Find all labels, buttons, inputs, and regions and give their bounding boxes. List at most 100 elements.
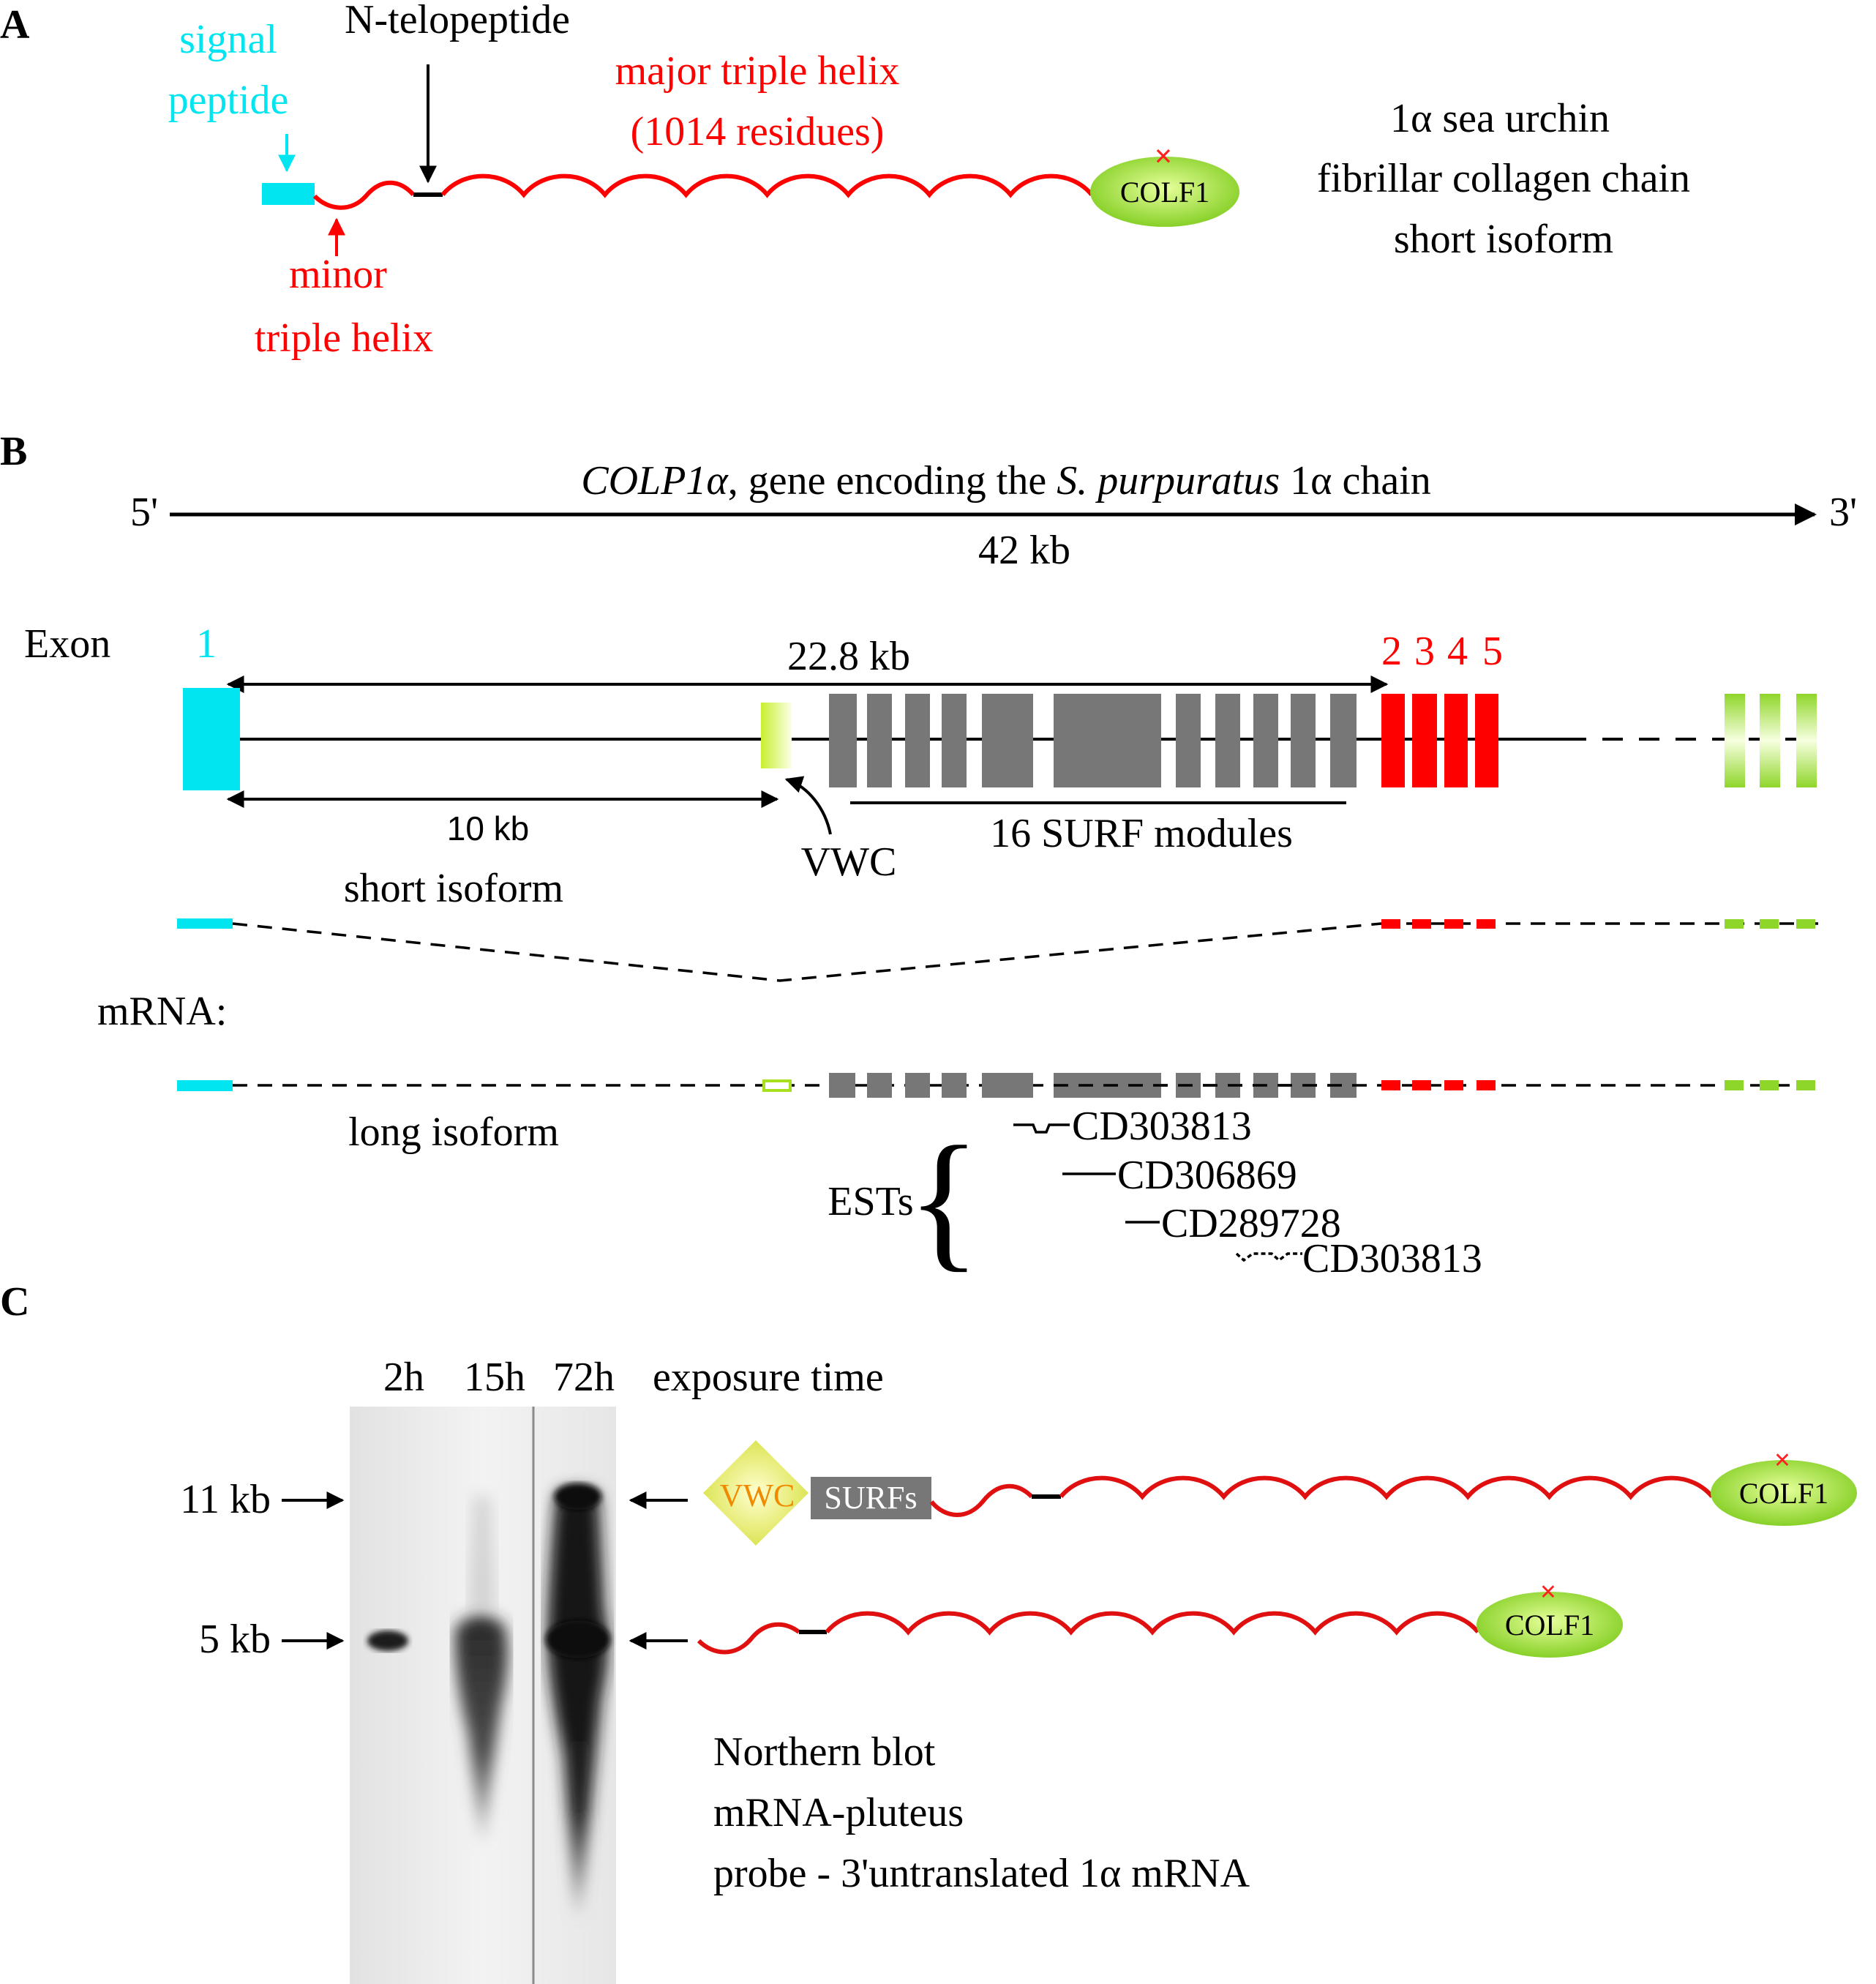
surf-exon xyxy=(1215,694,1240,787)
exon-2-number: 2 xyxy=(1381,629,1402,674)
long-mrna-red-exon xyxy=(1444,1080,1463,1090)
short-mrna-red-exon xyxy=(1381,919,1400,929)
minor-helix-label2: triple helix xyxy=(255,315,433,361)
short-colf1-domain xyxy=(1477,1592,1623,1658)
long-mrna-vwc xyxy=(762,1079,792,1092)
span-10kb-label: 10 kb xyxy=(447,809,530,847)
signal-label-line2: peptide xyxy=(168,78,289,123)
colf1-label: COLF1 xyxy=(1120,176,1209,209)
long-mrna-surf xyxy=(829,1073,855,1098)
ests-brace: { xyxy=(907,1115,981,1285)
exon-3-number: 3 xyxy=(1414,629,1435,674)
band-72h-5kb xyxy=(546,1620,610,1658)
long-major-helix-wave xyxy=(1059,1475,1714,1500)
five-prime-label: 5' xyxy=(130,490,158,535)
long-colf1-label: COLF1 xyxy=(1739,1477,1828,1510)
surf-exon xyxy=(1253,694,1278,787)
exon-1-box xyxy=(183,688,240,790)
long-mrna-surf xyxy=(905,1073,930,1098)
red-exon xyxy=(1412,694,1437,787)
short-minor-helix-wave xyxy=(697,1622,800,1655)
vwc-diamond-label: VWC xyxy=(720,1478,795,1513)
est-1-label: CD303813 xyxy=(1072,1104,1252,1149)
exon-4-number: 4 xyxy=(1447,629,1468,674)
surf-exon xyxy=(1330,694,1357,787)
red-exon xyxy=(1381,694,1405,787)
signal-label-line1: signal xyxy=(179,17,277,62)
band-2h-5kb xyxy=(367,1631,408,1651)
lane-label-15h: 15h xyxy=(464,1355,525,1400)
note-line1: Northern blot xyxy=(713,1729,936,1775)
surf-exon xyxy=(1054,694,1161,787)
est-3-label: CD289728 xyxy=(1161,1201,1341,1246)
green-exons xyxy=(1725,694,1817,787)
surf-exon xyxy=(942,694,967,787)
long-mrna-surf xyxy=(867,1073,892,1098)
short-mrna-green-exon xyxy=(1725,919,1744,929)
long-mrna-green-exon xyxy=(1760,1080,1779,1090)
short-mrna-green-exons xyxy=(1725,919,1815,929)
gene-length-label: 42 kb xyxy=(978,528,1070,573)
est-4-line xyxy=(1235,1252,1302,1262)
smear-15h-upper xyxy=(468,1495,496,1610)
species-name: S. purpuratus xyxy=(1057,458,1280,504)
surf-modules-label: 16 SURF modules xyxy=(990,811,1293,856)
long-mrna-green-exon xyxy=(1796,1080,1815,1090)
panel-label-b: B xyxy=(0,429,27,474)
colf1-domain xyxy=(1090,157,1239,227)
gene-name: COLP1α xyxy=(581,458,729,504)
short-isoform-label: short isoform xyxy=(344,866,563,911)
panel-label-a: A xyxy=(0,2,30,48)
major-helix-label1: major triple helix xyxy=(615,48,900,94)
long-mrna-green-exon xyxy=(1725,1080,1744,1090)
mrna-label: mRNA: xyxy=(97,989,227,1034)
green-exon xyxy=(1725,694,1745,787)
band-72h-11kb xyxy=(555,1483,601,1510)
short-mrna-red-exons xyxy=(1381,919,1496,929)
n-telopeptide-label: N-telopeptide xyxy=(345,0,570,42)
short-mrna-green-exon xyxy=(1760,919,1779,929)
est-2-label: CD306869 xyxy=(1117,1153,1297,1198)
span-22-8kb-label: 22.8 kb xyxy=(787,634,910,679)
lane-label-2h: 2h xyxy=(383,1355,424,1400)
surf-exon xyxy=(1176,694,1201,787)
vwc-exon-box xyxy=(761,703,792,768)
long-mrna-red-exon xyxy=(1477,1080,1496,1090)
smear-72h xyxy=(547,1487,609,1917)
short-mrna-green-exon xyxy=(1796,919,1815,929)
surfs-box xyxy=(811,1477,931,1519)
green-exon xyxy=(1760,694,1780,787)
surf-exon xyxy=(982,694,1033,787)
ests-label: ESTs xyxy=(828,1179,913,1224)
surf-exon xyxy=(867,694,892,787)
vwc-diamond xyxy=(703,1440,808,1546)
exon-5-number: 5 xyxy=(1482,629,1503,674)
major-helix-label2: (1014 residues) xyxy=(631,109,885,154)
colf1-cross-icon: × xyxy=(1154,138,1172,174)
gene-title-mid: , gene encoding the xyxy=(728,458,1057,504)
major-triple-helix-wave xyxy=(440,173,1094,198)
surf-exon xyxy=(1291,694,1316,787)
red-exons xyxy=(1381,694,1498,787)
northern-blot-gel xyxy=(350,1407,616,1984)
long-isoform-label: long isoform xyxy=(348,1109,559,1155)
short-mrna-splice-line xyxy=(232,922,1382,982)
long-colf1-domain xyxy=(1711,1460,1857,1526)
long-mrna-surf xyxy=(942,1073,967,1098)
note-line3: probe - 3'untranslated 1α mRNA xyxy=(713,1851,1250,1896)
short-major-helix-wave xyxy=(825,1611,1480,1636)
gene-title-end: 1α chain xyxy=(1280,458,1431,504)
isoform-desc-line3: short isoform xyxy=(1394,217,1613,262)
gene-title: COLP1α, gene encoding the S. purpuratus … xyxy=(581,458,1431,504)
exon-label: Exon xyxy=(24,621,110,667)
est-4-label: CD303813 xyxy=(1302,1236,1482,1281)
short-colf1-cross-icon: × xyxy=(1540,1575,1557,1608)
exon-1-number: 1 xyxy=(196,621,217,667)
surfs-label: SURFs xyxy=(824,1480,917,1516)
green-exon xyxy=(1796,694,1817,787)
vwc-label: VWC xyxy=(801,839,897,885)
long-minor-helix-wave xyxy=(929,1483,1034,1517)
long-mrna-red-exons xyxy=(1381,1080,1496,1090)
short-mrna-red-exon xyxy=(1412,919,1431,929)
surf-exons xyxy=(829,694,1357,787)
